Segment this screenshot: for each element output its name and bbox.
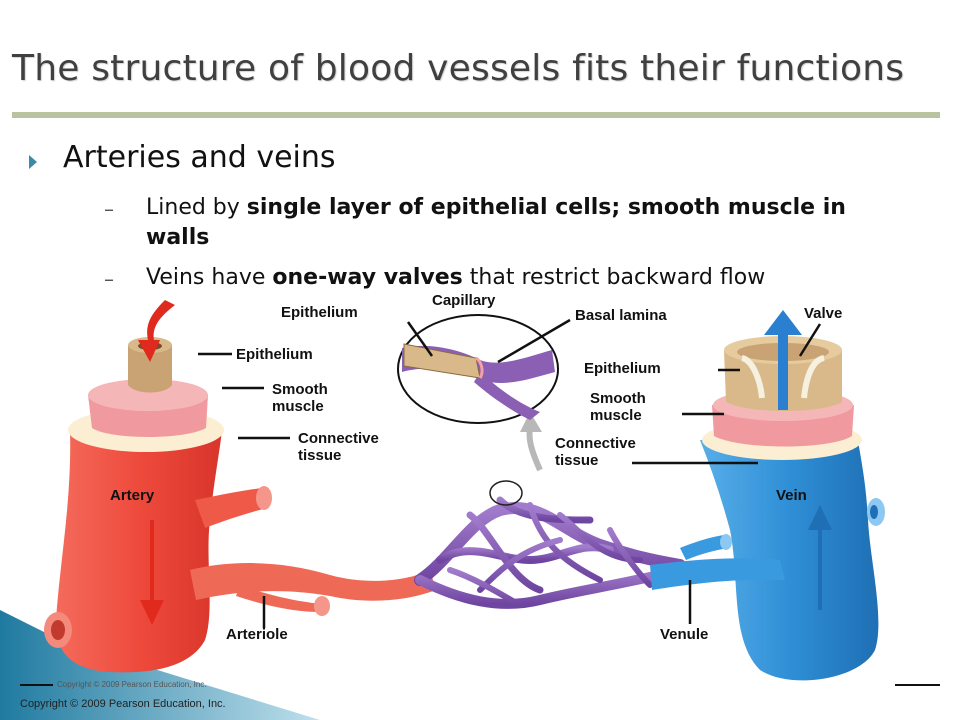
sub-bullet-text: Veins have <box>146 265 273 290</box>
label-epithelium-artery: Epithelium <box>236 346 313 363</box>
capillary-highlight-circle <box>489 480 523 506</box>
diagram-copyright: Copyright © 2009 Pearson Education, Inc. <box>57 680 207 689</box>
sub-bullet-emphasis: one-way valves <box>272 265 463 290</box>
label-artery: Artery <box>110 487 155 504</box>
label-connective-tissue-artery: Connective tissue <box>298 430 379 464</box>
label-vein: Vein <box>776 487 807 504</box>
label-basal-lamina: Basal lamina <box>575 307 667 324</box>
sub-bullet-dash: – <box>104 267 114 291</box>
slide-title: The structure of blood vessels fits thei… <box>12 48 905 89</box>
footer-copyright: Copyright © 2009 Pearson Education, Inc. <box>20 698 226 710</box>
sub-bullet-text: Lined by <box>146 195 247 220</box>
label-epithelium-capillary: Epithelium <box>281 304 358 321</box>
label-smooth-muscle-artery: Smooth muscle <box>272 381 328 415</box>
title-divider <box>12 112 940 118</box>
capillary-bed <box>414 496 686 609</box>
sub-bullet-emphasis: single layer of epithelial cells; smooth… <box>146 195 846 250</box>
capillary-magnified-inset <box>397 314 559 424</box>
label-capillary: Capillary <box>432 292 496 309</box>
vein-illustration <box>650 310 885 681</box>
label-arteriole: Arteriole <box>226 626 288 643</box>
label-epithelium-vein: Epithelium <box>584 360 661 377</box>
label-connective-tissue-vein: Connective tissue <box>555 435 636 469</box>
label-leader-lines <box>198 318 822 628</box>
bullet-arrow-icon <box>29 155 37 169</box>
artery-illustration <box>44 300 436 673</box>
label-smooth-muscle-vein: Smooth muscle <box>590 390 646 424</box>
sub-bullet-valves: Veins have one-way valves that restrict … <box>146 263 906 293</box>
sub-bullet-dash: – <box>104 197 114 221</box>
sub-bullet-text: that restrict backward flow <box>462 265 766 290</box>
sub-bullet-lining: Lined by single layer of epithelial cell… <box>146 193 906 253</box>
label-venule: Venule <box>660 626 709 643</box>
main-bullet: Arteries and veins <box>63 140 336 175</box>
magnify-arrow-icon <box>526 427 543 472</box>
label-valve: Valve <box>804 305 843 322</box>
